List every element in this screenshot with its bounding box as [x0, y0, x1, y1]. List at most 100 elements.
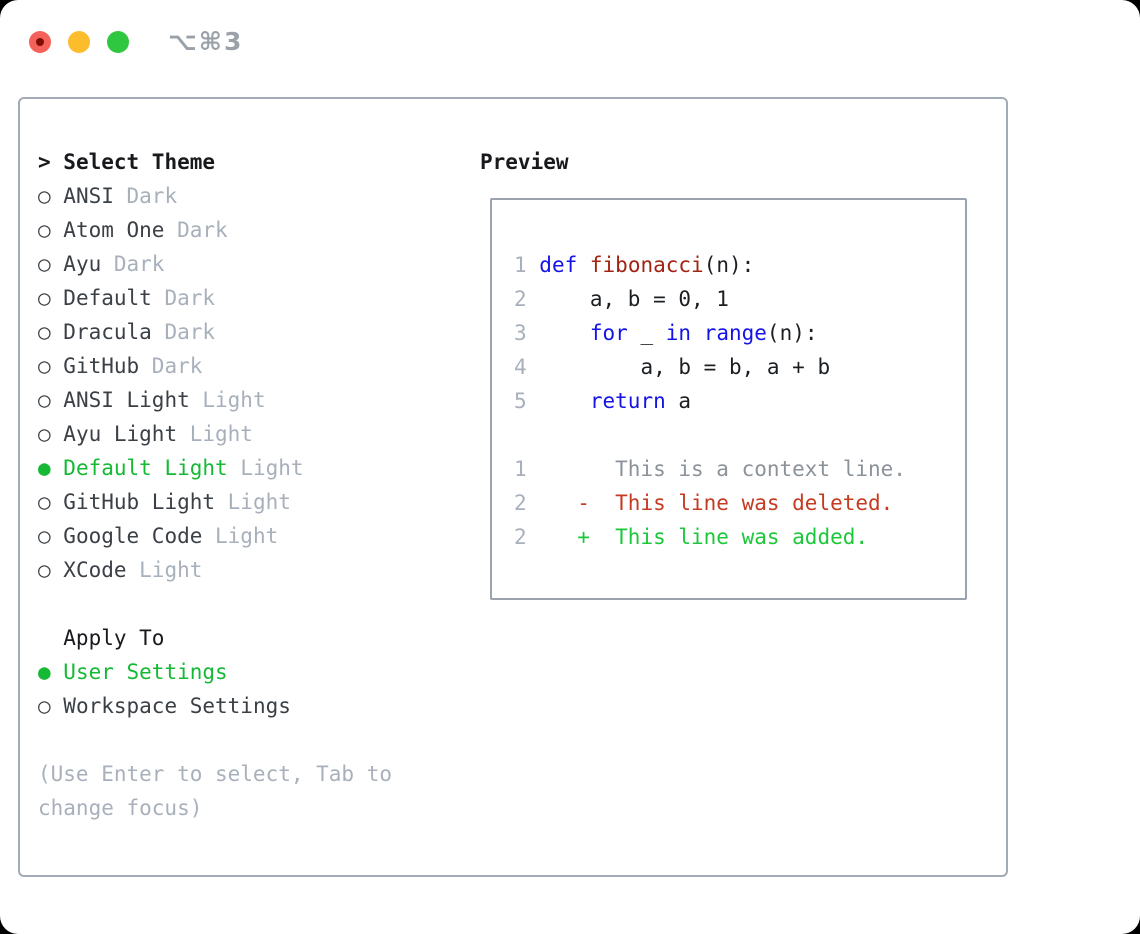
- token-fn: fibonacci: [589, 253, 704, 277]
- option-variant: Dark: [101, 252, 165, 276]
- focus-caret: >: [38, 150, 64, 174]
- token-ln: 1: [514, 457, 540, 481]
- token-pl: a, b = 0, 1: [539, 287, 729, 311]
- token-kw: range: [703, 321, 767, 345]
- radio-icon: ○: [38, 218, 64, 242]
- selected-radio-icon: ●: [38, 456, 64, 480]
- theme-option[interactable]: ○ ANSI Dark: [38, 179, 480, 213]
- option-label: Atom One: [63, 218, 165, 242]
- token-pl: [539, 457, 615, 481]
- option-label: Workspace Settings: [63, 694, 291, 718]
- code-line: 2 + This line was added.: [514, 520, 957, 554]
- apply-to-option[interactable]: ○ Workspace Settings: [38, 689, 480, 723]
- code-line: 3 for _ in range(n):: [514, 316, 957, 350]
- option-label: Ayu Light: [63, 422, 178, 446]
- token-ln: 2: [514, 287, 540, 311]
- option-variant: Dark: [139, 354, 203, 378]
- option-variant: Dark: [164, 218, 228, 242]
- option-label: GitHub Light: [63, 490, 216, 514]
- option-variant: Dark: [113, 184, 178, 208]
- token-ln: 3: [514, 321, 540, 345]
- theme-option[interactable]: ○ Dracula Dark: [38, 315, 480, 349]
- radio-icon: ○: [38, 558, 64, 582]
- radio-icon: ○: [38, 694, 64, 718]
- code-line: 2 a, b = 0, 1: [514, 282, 957, 316]
- option-variant: Light: [202, 524, 279, 548]
- token-pl: [577, 253, 590, 277]
- code-line: 1 def fibonacci(n):: [514, 248, 957, 282]
- option-variant: Dark: [151, 320, 216, 344]
- token-pl: (n):: [766, 321, 818, 345]
- option-label: Google Code: [63, 524, 203, 548]
- section-gap: [38, 587, 480, 621]
- token-kw: in: [665, 321, 692, 345]
- option-label: GitHub: [63, 354, 140, 378]
- option-variant: Light: [227, 456, 304, 480]
- token-pl: a: [665, 389, 692, 413]
- radio-icon: ○: [38, 388, 64, 412]
- code-line: 5 return a: [514, 384, 957, 418]
- theme-column: > Select Theme ○ ANSI Dark○ Atom One Dar…: [20, 99, 480, 875]
- option-variant: Light: [177, 422, 253, 446]
- option-variant: Light: [215, 490, 291, 514]
- theme-option[interactable]: ○ Ayu Light Light: [38, 417, 480, 451]
- radio-icon: ○: [38, 422, 64, 446]
- token-del: - This line was deleted.: [577, 491, 894, 515]
- token-ln: 1: [514, 253, 540, 277]
- option-variant: Light: [126, 558, 203, 582]
- preview-column: Preview 1 def fibonacci(n):2 a, b = 0, 1…: [480, 99, 1006, 875]
- token-pl: [539, 491, 577, 515]
- token-ln: 2: [514, 525, 540, 549]
- theme-option[interactable]: ○ Google Code Light: [38, 519, 480, 553]
- apply-to-header: Apply To: [38, 626, 165, 650]
- option-label: Default: [63, 286, 152, 310]
- option-label: User Settings: [63, 660, 228, 684]
- selected-radio-icon: ●: [38, 660, 64, 684]
- apply-to-option[interactable]: ● User Settings: [38, 655, 480, 689]
- option-label: Ayu: [63, 252, 102, 276]
- radio-icon: ○: [38, 490, 64, 514]
- token-ctx: This is a context line.: [615, 457, 906, 481]
- token-kw: return: [589, 389, 666, 413]
- option-label: ANSI Light: [63, 388, 190, 412]
- code-line: 2 - This line was deleted.: [514, 486, 957, 520]
- radio-icon: ○: [38, 184, 64, 208]
- token-pl: [691, 321, 704, 345]
- option-variant: Light: [189, 388, 266, 412]
- apply-to-list: ● User Settings○ Workspace Settings: [38, 655, 480, 723]
- option-label: ANSI: [63, 184, 114, 208]
- option-label: XCode: [63, 558, 127, 582]
- token-ln: 4: [514, 355, 540, 379]
- token-pl: [539, 525, 577, 549]
- window-title: ⌥⌘3: [168, 27, 244, 56]
- theme-option[interactable]: ○ Ayu Dark: [38, 247, 480, 281]
- theme-option[interactable]: ● Default Light Light: [38, 451, 480, 485]
- theme-option[interactable]: ○ Default Dark: [38, 281, 480, 315]
- token-ln: 2: [514, 491, 540, 515]
- theme-option[interactable]: ○ GitHub Light Light: [38, 485, 480, 519]
- theme-option[interactable]: ○ Atom One Dark: [38, 213, 480, 247]
- minimize-button[interactable]: [68, 30, 90, 53]
- zoom-button[interactable]: [107, 30, 129, 53]
- preview-header: Preview: [480, 150, 569, 174]
- radio-icon: ○: [38, 524, 64, 548]
- token-pl: [539, 389, 590, 413]
- theme-option[interactable]: ○ ANSI Light Light: [38, 383, 480, 417]
- option-variant: Dark: [151, 286, 216, 310]
- help-text: (Use Enter to select, Tab to change focu…: [38, 762, 405, 820]
- close-button[interactable]: [29, 30, 51, 53]
- token-pl: a, b = b, a + b: [539, 355, 831, 379]
- code-line: 1 This is a context line.: [514, 452, 957, 486]
- token-kw: def: [539, 253, 578, 277]
- token-pl: _: [627, 321, 666, 345]
- option-label: Dracula: [63, 320, 152, 344]
- select-theme-header: > Select Theme: [38, 145, 480, 179]
- theme-option[interactable]: ○ GitHub Dark: [38, 349, 480, 383]
- code-line: 4 a, b = b, a + b: [514, 350, 957, 384]
- theme-selector-panel: > Select Theme ○ ANSI Dark○ Atom One Dar…: [18, 97, 1008, 877]
- theme-option[interactable]: ○ XCode Light: [38, 553, 480, 587]
- radio-icon: ○: [38, 320, 64, 344]
- radio-icon: ○: [38, 286, 64, 310]
- token-pl: [539, 321, 590, 345]
